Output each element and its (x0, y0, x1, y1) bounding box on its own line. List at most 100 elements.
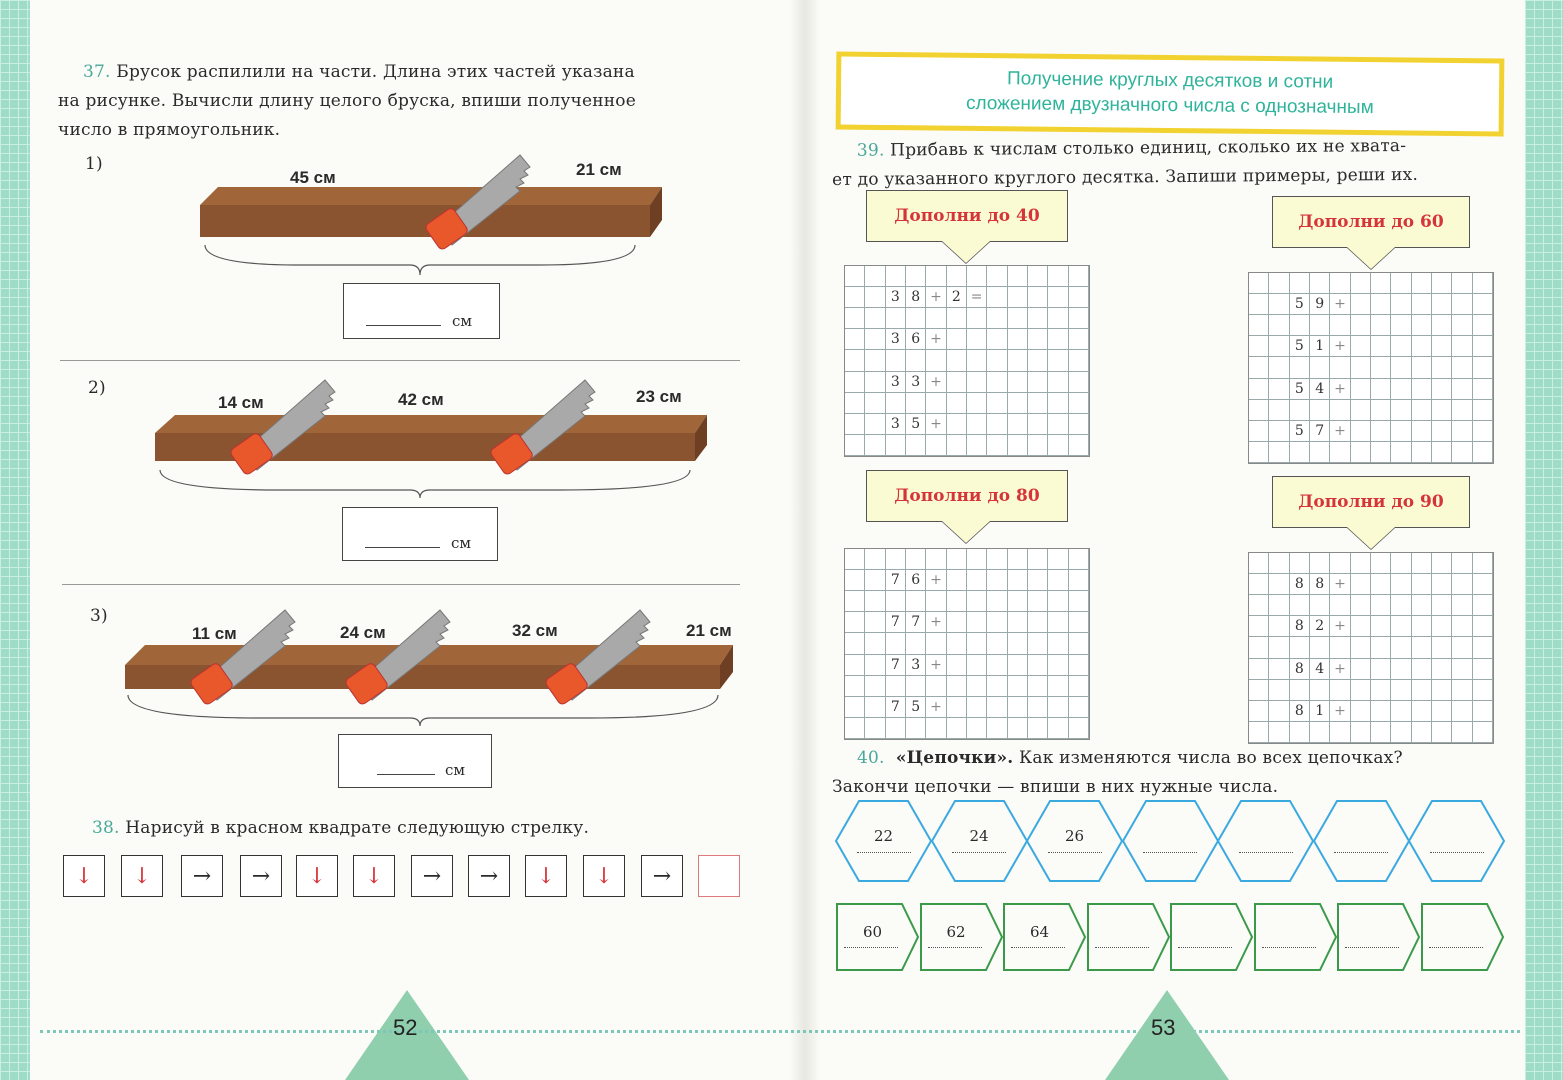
grid-cell[interactable] (865, 549, 886, 571)
grid-cell[interactable] (1249, 721, 1270, 743)
grid-cell[interactable] (1048, 675, 1069, 697)
grid-cell[interactable]: + (1330, 658, 1351, 680)
grid-cell[interactable] (1048, 392, 1069, 414)
grid-cell[interactable] (946, 591, 967, 613)
grid-cell[interactable] (1472, 420, 1493, 442)
grid-cell[interactable] (1269, 336, 1290, 358)
grid-cell[interactable] (1371, 616, 1392, 638)
grid-cell[interactable] (1350, 700, 1371, 722)
grid-cell[interactable] (1068, 675, 1089, 697)
grid-cell[interactable] (865, 371, 886, 393)
grid-cell[interactable] (946, 549, 967, 571)
grid-cell[interactable] (987, 287, 1008, 309)
grid-cell[interactable]: + (1330, 616, 1351, 638)
grid-cell[interactable] (1452, 721, 1473, 743)
grid-cell[interactable] (845, 350, 866, 372)
grid-cell[interactable] (1068, 371, 1089, 393)
grid-cell[interactable] (1472, 378, 1493, 400)
grid-cell[interactable] (1411, 679, 1432, 701)
grid-cell[interactable]: 8 (1289, 700, 1310, 722)
grid-cell[interactable] (967, 266, 988, 288)
grid-cell[interactable] (885, 392, 906, 414)
grid-cell[interactable] (1269, 357, 1290, 379)
hexagon-cell[interactable] (1217, 800, 1314, 882)
grid-cell[interactable]: 7 (885, 570, 906, 592)
grid-cell[interactable] (967, 717, 988, 739)
hexagon-cell[interactable] (1408, 800, 1505, 882)
grid-cell[interactable] (1048, 717, 1069, 739)
grid-cell[interactable] (1330, 595, 1351, 617)
grid-cell[interactable] (1391, 616, 1412, 638)
grid-cell[interactable]: 9 (1310, 294, 1331, 316)
grid-cell[interactable] (1310, 357, 1331, 379)
grid-cell[interactable]: 5 (1289, 336, 1310, 358)
grid-cell[interactable] (1472, 553, 1493, 575)
grid-cell[interactable] (1007, 287, 1028, 309)
grid-cell[interactable] (865, 308, 886, 330)
grid-cell[interactable] (906, 308, 927, 330)
grid-cell[interactable] (1411, 574, 1432, 596)
grid-cell[interactable] (1330, 637, 1351, 659)
answer-square[interactable] (698, 855, 740, 897)
grid-cell[interactable] (845, 413, 866, 435)
grid-cell[interactable] (885, 675, 906, 697)
arrow-cell[interactable] (1253, 903, 1337, 971)
grid-cell[interactable] (1371, 553, 1392, 575)
grid-cell[interactable] (1048, 266, 1069, 288)
grid-cell[interactable] (1007, 371, 1028, 393)
grid-cell[interactable] (967, 371, 988, 393)
grid-cell[interactable]: 4 (1310, 658, 1331, 680)
grid-cell[interactable] (1068, 329, 1089, 351)
grid-cell[interactable] (1249, 658, 1270, 680)
grid-cell[interactable] (1007, 612, 1028, 634)
grid-cell[interactable] (1371, 700, 1392, 722)
grid-cell[interactable] (1007, 329, 1028, 351)
grid-cell[interactable] (1371, 658, 1392, 680)
grid-cell[interactable] (1411, 378, 1432, 400)
grid-cell[interactable] (1350, 420, 1371, 442)
grid-cell[interactable] (926, 266, 947, 288)
grid-cell[interactable] (1249, 420, 1270, 442)
grid-cell[interactable] (1391, 721, 1412, 743)
grid-cell[interactable] (1452, 616, 1473, 638)
grid-cell[interactable] (1330, 357, 1351, 379)
grid-cell[interactable] (1028, 717, 1049, 739)
grid-cell[interactable] (845, 675, 866, 697)
hexagon-cell[interactable]: 26 (1026, 800, 1123, 882)
grid-cell[interactable] (1432, 658, 1453, 680)
grid-cell[interactable] (1371, 273, 1392, 295)
grid-cell[interactable] (1391, 595, 1412, 617)
grid-cell[interactable] (1350, 574, 1371, 596)
grid-cell[interactable] (1472, 441, 1493, 463)
grid-cell[interactable] (1249, 574, 1270, 596)
grid-cell[interactable] (1249, 595, 1270, 617)
grid-cell[interactable] (1472, 679, 1493, 701)
grid-cell[interactable]: 3 (906, 654, 927, 676)
grid-cell[interactable] (987, 392, 1008, 414)
grid-cell[interactable] (906, 266, 927, 288)
grid-cell[interactable] (1472, 336, 1493, 358)
grid-cell[interactable] (1028, 696, 1049, 718)
grid-cell[interactable] (1007, 717, 1028, 739)
grid-cell[interactable] (1452, 700, 1473, 722)
grid-cell[interactable] (885, 633, 906, 655)
grid-cell[interactable] (1007, 591, 1028, 613)
grid-cell[interactable] (865, 675, 886, 697)
grid-cell[interactable] (1269, 315, 1290, 337)
grid-cell[interactable] (1330, 553, 1351, 575)
grid-cell[interactable] (1432, 721, 1453, 743)
grid-cell[interactable] (1371, 336, 1392, 358)
grid-cell[interactable] (1048, 434, 1069, 456)
grid-cell[interactable] (987, 266, 1008, 288)
grid-cell[interactable] (845, 654, 866, 676)
grid-cell[interactable] (1350, 595, 1371, 617)
grid-cell[interactable]: 8 (906, 287, 927, 309)
grid-cell[interactable] (987, 633, 1008, 655)
grid-cell[interactable] (885, 308, 906, 330)
arrow-cell[interactable]: 60 (836, 903, 919, 971)
grid-cell[interactable]: 3 (885, 329, 906, 351)
grid-cell[interactable] (1391, 294, 1412, 316)
grid-cell[interactable] (1411, 315, 1432, 337)
grid-cell[interactable] (1289, 637, 1310, 659)
grid-cell[interactable] (1269, 637, 1290, 659)
